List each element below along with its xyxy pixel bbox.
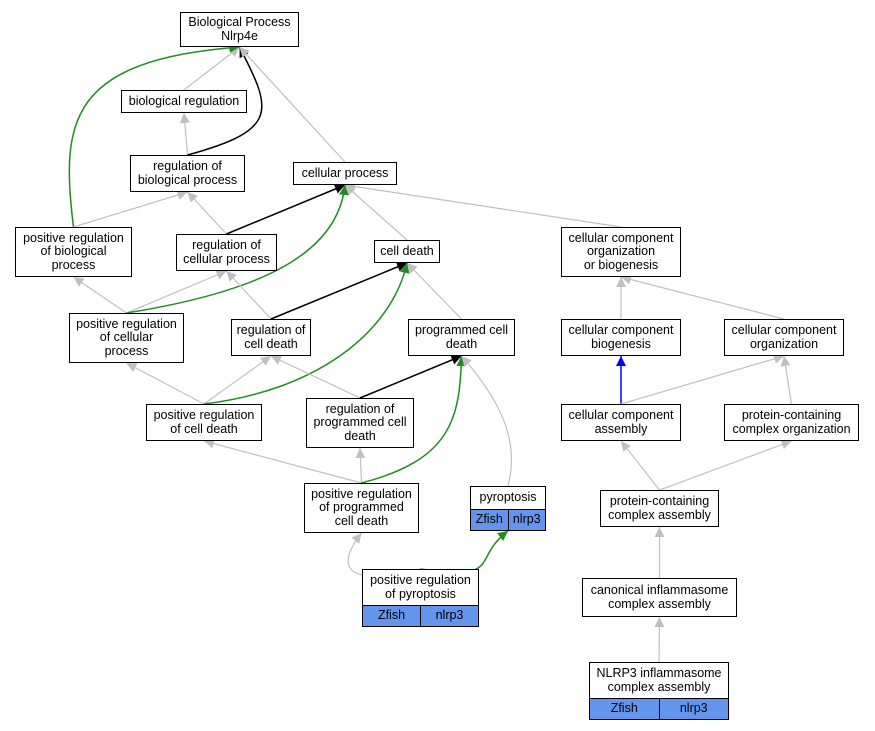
edge-prpcd-to-prcd [203,438,362,484]
go-term-node-ccob[interactable]: cellular component organization or bioge… [561,227,681,277]
node-label: cellular component biogenesis [568,323,674,351]
edge-ccob-to-cp [344,181,622,228]
go-term-node-cd[interactable]: cell death [374,240,440,263]
node-label: NLRP3 inflammasome complex assembly [596,666,722,694]
go-term-node-prcd[interactable]: positive regulation of cell death [146,404,262,441]
go-term-node-prpcd[interactable]: positive regulation of programmed cell d… [304,483,419,533]
edge-rbp-to-bp [187,46,263,156]
node-label: positive regulation of biological proces… [23,230,124,272]
node-label: cellular component organization [731,323,837,351]
go-term-node-rcp[interactable]: regulation of cellular process [176,234,277,271]
edge-prpyro-to-pyro [420,530,509,573]
node-label: cellular component organization or bioge… [568,230,674,272]
node-label: regulation of cellular process [183,238,270,266]
edge-prcd-to-rcd [203,355,272,405]
annotation-tag-zfish[interactable]: Zfish [590,699,659,719]
edge-prbp-to-bp [68,42,240,228]
node-label: cell death [380,243,434,258]
go-term-node-rpcd[interactable]: regulation of programmed cell death [306,398,414,448]
edge-rpcd-to-pcd [359,355,462,399]
edge-cco-to-ccob [620,274,785,320]
node-label: pyroptosis [479,490,537,505]
edge-pyro-to-pcd [461,355,512,487]
edge-prcp-to-rcp [126,270,227,314]
edge-prcd-to-prcp [126,362,205,405]
edge-br-to-bp [183,46,240,91]
go-term-node-cp[interactable]: cellular process [293,162,397,185]
edge-rcp-to-rbp [187,191,227,235]
go-term-node-pcco[interactable]: protein-containing complex organization [724,404,859,441]
edge-prbp-to-rbp [73,190,188,228]
node-label: regulation of programmed cell death [313,401,407,443]
edge-pcca-to-pcco [659,439,792,491]
edge-cca-to-cco [620,354,785,405]
edge-prpcd-to-rpcd [355,447,366,484]
go-term-node-br[interactable]: biological regulation [121,90,247,113]
go-term-node-bp[interactable]: Biological Process Nlrp4e [180,12,299,47]
go-term-node-cca[interactable]: cellular component assembly [561,404,681,441]
go-term-node-pcca[interactable]: protein-containing complex assembly [600,490,719,527]
go-term-node-ccb[interactable]: cellular component biogenesis [561,319,681,356]
node-label: cellular component assembly [568,408,674,436]
go-term-node-rcd[interactable]: regulation of cell death [231,319,311,356]
edge-rcd-to-cd [270,262,408,320]
node-label: cellular process [301,165,389,180]
edge-cp-to-bp [239,46,346,163]
node-label: positive regulation of cellular process [76,316,177,358]
node-label: protein-containing complex assembly [608,494,711,522]
node-label: regulation of cell death [236,323,306,351]
edge-pcco-to-cco [780,355,793,405]
go-term-node-prbp[interactable]: positive regulation of biological proces… [15,227,132,277]
go-term-node-pcd[interactable]: programmed cell death [408,319,515,356]
node-label: programmed cell death [414,323,509,351]
edge-rcd-to-rcp [226,270,272,320]
annotation-tag-zfish[interactable]: Zfish [363,606,420,626]
annotation-tag-zfish[interactable]: Zfish [471,510,508,530]
edge-pcd-to-cd [406,262,462,320]
annotation-tag-nlrp3[interactable]: nlrp3 [658,699,728,719]
annotation-tag-nlrp3[interactable]: nlrp3 [420,606,478,626]
annotation-tag-nlrp3[interactable]: nlrp3 [507,510,545,530]
edge-rpcd-to-rcd [270,355,361,399]
edge-prcp-to-cp [126,184,349,314]
edge-prpcd-to-pcd [361,355,467,484]
edge-prcd-to-cd [203,262,410,405]
node-label: positive regulation of programmed cell d… [311,486,412,528]
node-label: protein-containing complex organization [732,408,851,436]
go-term-node-rbp[interactable]: regulation of biological process [130,155,245,192]
go-term-node-prcp[interactable]: positive regulation of cellular process [69,313,184,363]
node-label: positive regulation of pyroptosis [370,573,471,601]
node-label: biological regulation [128,93,240,108]
edge-rcp-to-cp [226,184,346,235]
edge-nlrp3ica-to-cica [654,616,665,663]
node-label: Biological Process Nlrp4e [188,15,291,43]
edge-prcp-to-prbp [73,276,127,314]
node-label: regulation of biological process [137,159,238,187]
edge-cd-to-cp [344,184,408,241]
go-term-node-cica[interactable]: canonical inflammasome complex assembly [582,578,737,617]
node-label: positive regulation of cell death [153,408,255,436]
go-term-node-cco[interactable]: cellular component organization [724,319,844,356]
edge-pcca-to-cca [620,440,660,491]
edge-rbp-to-br [179,112,190,156]
node-label: canonical inflammasome complex assembly [590,583,729,611]
